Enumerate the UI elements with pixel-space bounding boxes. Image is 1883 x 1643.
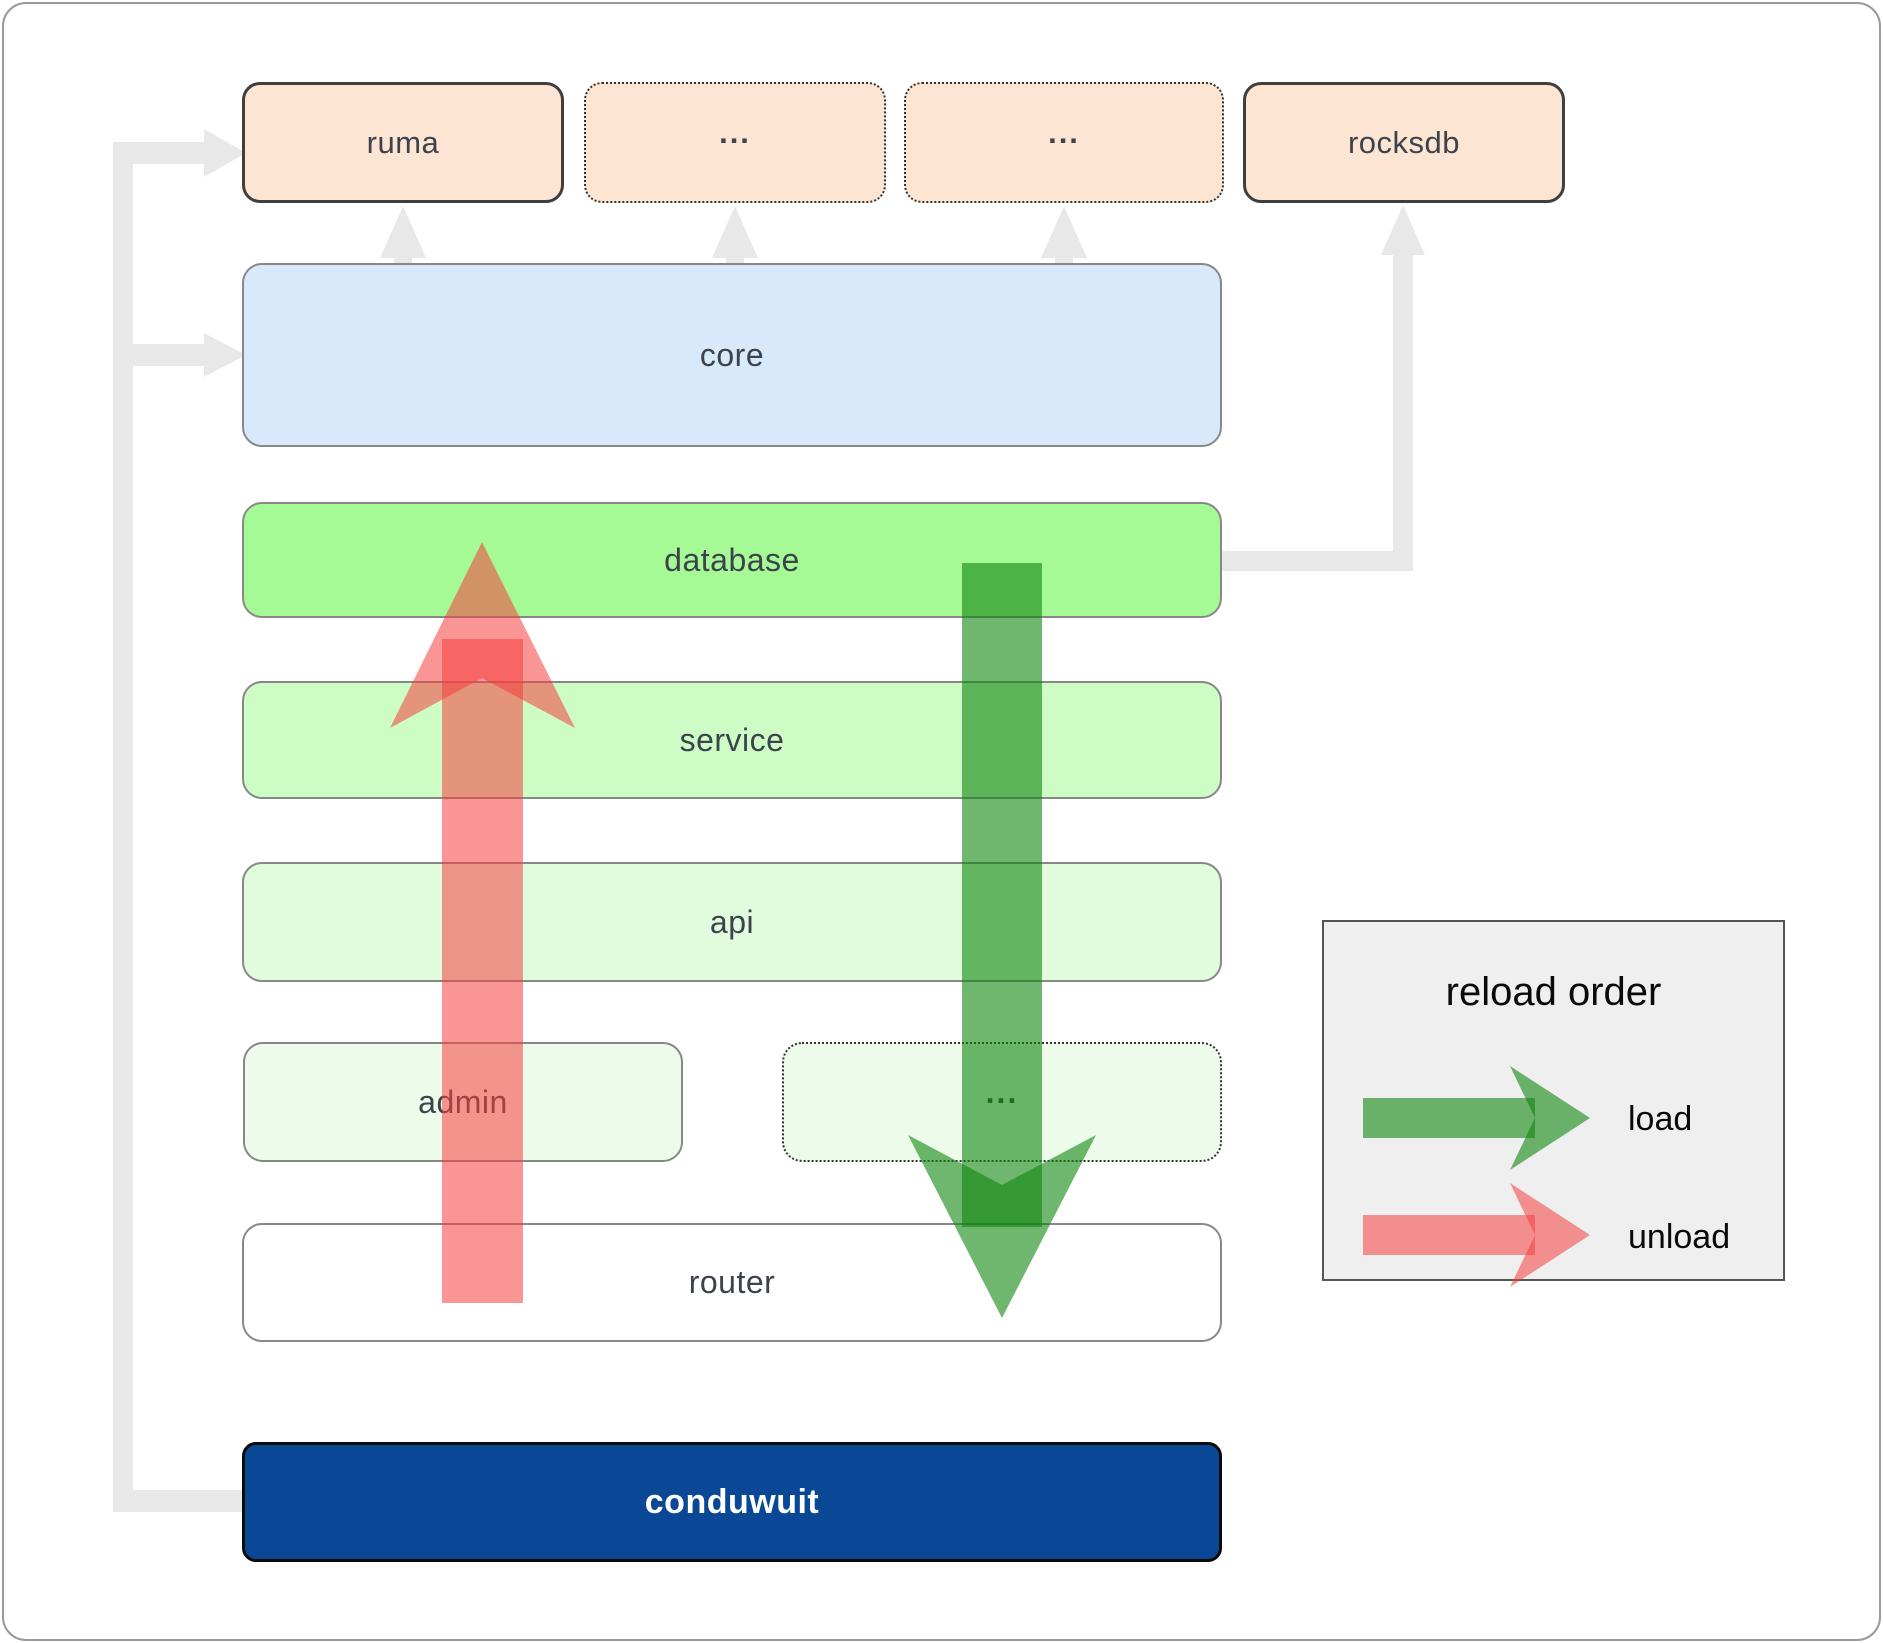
crate-more-box-2: ... [904,82,1224,203]
admin-label: admin [418,1083,508,1120]
conduwuit-label: conduwuit [644,1482,820,1521]
conduwuit-box: conduwuit [242,1442,1222,1562]
core-to-crate1-arrowhead-icon [712,206,758,258]
crate-more-1-label: ... [719,114,751,150]
reload-order-legend: reload order load unload [1322,920,1785,1281]
ruma-arrowhead-icon [204,129,246,177]
core-arrowhead-icon [204,333,246,377]
core-layer-box: core [242,263,1222,447]
rocksdb-arrowhead-icon [1381,205,1425,255]
database-layer-box: database [242,502,1222,618]
database-to-rocksdb-horizontal [1210,551,1413,571]
core-label: core [699,336,765,373]
api-layer-box: api [242,862,1222,982]
legend-load-label: load [1628,1100,1693,1138]
admin-more-box: ... [782,1042,1222,1162]
rocksdb-label: rocksdb [1347,124,1461,160]
crate-more-box-1: ... [584,82,886,203]
legend-unload-label: unload [1628,1218,1731,1256]
service-label: service [679,721,785,758]
core-to-ruma-arrowhead-icon [380,206,426,258]
left-connector-vertical-line [113,142,133,1512]
ruma-label: ruma [366,124,440,160]
ruma-box: ruma [242,82,564,203]
router-layer-box: router [242,1223,1222,1342]
router-label: router [688,1264,776,1300]
admin-more-label: ... [985,1073,1019,1110]
database-label: database [664,541,800,578]
api-label: api [709,903,755,940]
rocksdb-box: rocksdb [1243,82,1565,203]
conduwuit-connector-stub [113,1490,246,1512]
admin-box: admin [243,1042,683,1162]
core-to-crate2-arrowhead-icon [1041,206,1087,258]
database-to-rocksdb-vertical [1393,250,1413,571]
ruma-connector-stub [113,142,204,164]
core-connector-stub [133,344,204,366]
legend-title: reload order [1445,970,1662,1014]
crate-more-2-label: ... [1048,114,1080,150]
service-layer-box: service [242,681,1222,799]
